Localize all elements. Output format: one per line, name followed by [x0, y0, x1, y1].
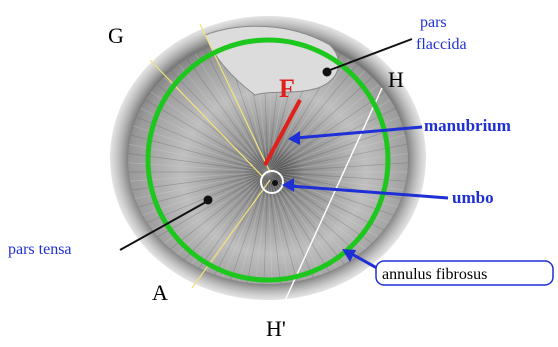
label-H-prime: H': [266, 316, 286, 341]
label-H: H: [388, 67, 404, 92]
label-F: F: [279, 74, 295, 103]
label-annulus-fibrosus: annulus fibrosus: [382, 266, 487, 283]
label-pars-flaccida-2: flaccida: [416, 36, 467, 53]
label-A: A: [152, 280, 168, 305]
umbo-dot: [272, 180, 278, 186]
pars-tensa-dot: [204, 196, 213, 205]
label-manubrium: manubrium: [424, 116, 511, 135]
label-pars-tensa: pars tensa: [8, 241, 72, 258]
pars-flaccida-dot: [323, 68, 332, 77]
label-G: G: [108, 23, 124, 48]
label-umbo: umbo: [452, 188, 494, 207]
label-pars-flaccida-1: pars: [420, 14, 447, 31]
